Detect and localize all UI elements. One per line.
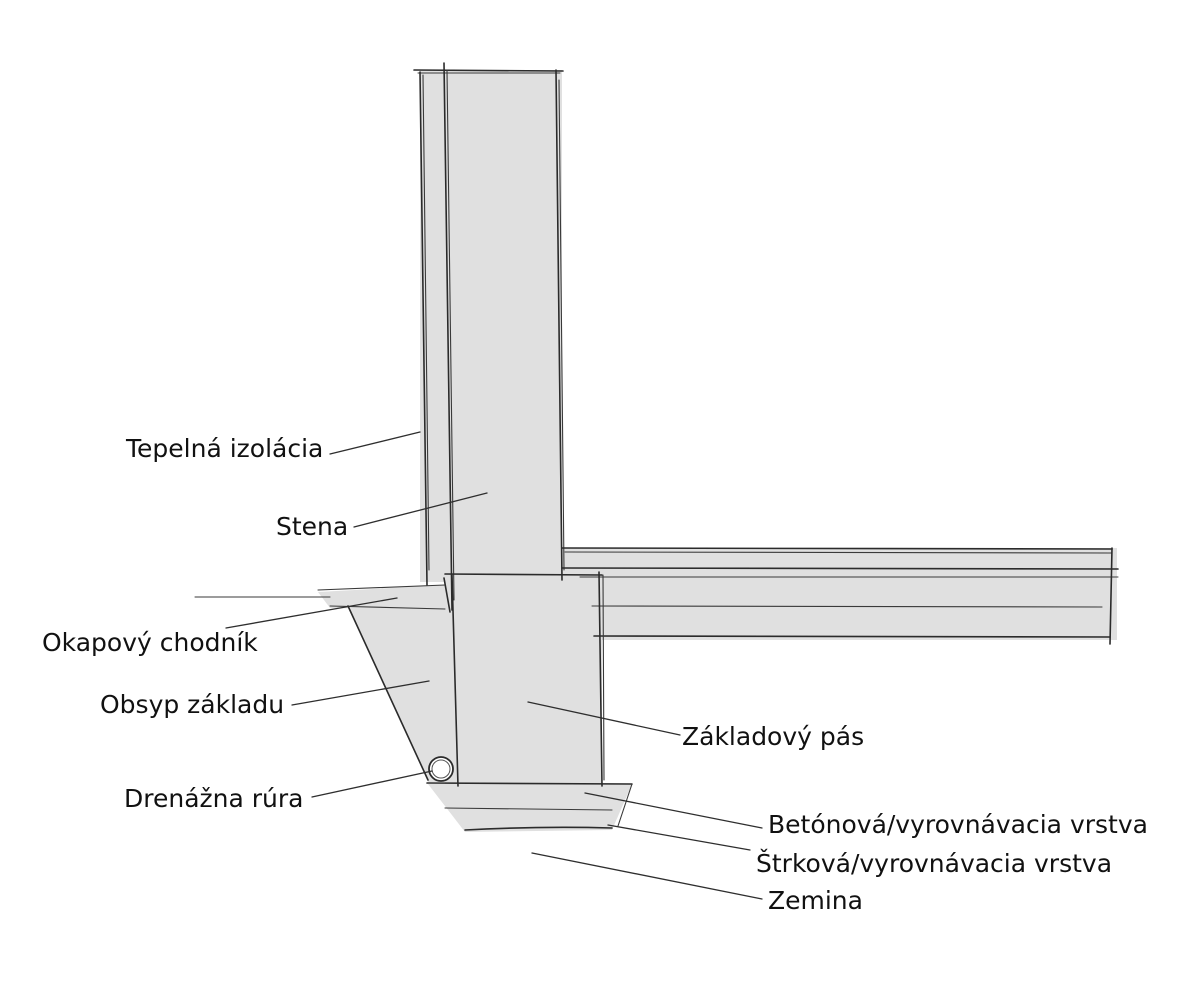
labels: Tepelná izolácia Stena Okapový chodník O… xyxy=(42,434,1148,915)
leader-drain-pipe xyxy=(311,770,433,798)
base-layers-fill xyxy=(428,784,632,832)
strip-footing-fill xyxy=(445,574,602,786)
floor-slab-fill xyxy=(562,548,1117,640)
leader-concrete-layer xyxy=(584,792,763,829)
label-concrete-layer: Betónová/vyrovnávacia vrstva xyxy=(768,810,1148,839)
label-drain-pipe: Drenážna rúra xyxy=(124,784,303,813)
label-drip-path: Okapový chodník xyxy=(42,628,258,657)
sketch-outlines xyxy=(194,62,1119,831)
label-wall: Stena xyxy=(276,512,348,541)
leader-soil xyxy=(531,852,763,900)
wall-fill xyxy=(420,70,562,582)
leader-insulation xyxy=(329,431,421,455)
leader-wall xyxy=(353,492,488,528)
leader-gravel-layer xyxy=(607,824,751,851)
leader-drip-path xyxy=(225,597,398,629)
label-insulation: Tepelná izolácia xyxy=(125,434,323,463)
leader-backfill xyxy=(291,680,430,706)
label-strip-footing: Základový pás xyxy=(682,722,864,751)
material-fills xyxy=(318,70,1117,832)
drip-path-fill xyxy=(318,585,445,610)
label-gravel-layer: Štrková/vyrovnávacia vrstva xyxy=(756,848,1112,878)
label-soil: Zemina xyxy=(768,886,863,915)
leader-strip-footing xyxy=(527,701,681,736)
drain-pipe-icon xyxy=(428,756,454,782)
backfill-fill xyxy=(348,606,448,782)
leader-lines xyxy=(225,431,763,900)
label-backfill: Obsyp základu xyxy=(100,690,284,719)
